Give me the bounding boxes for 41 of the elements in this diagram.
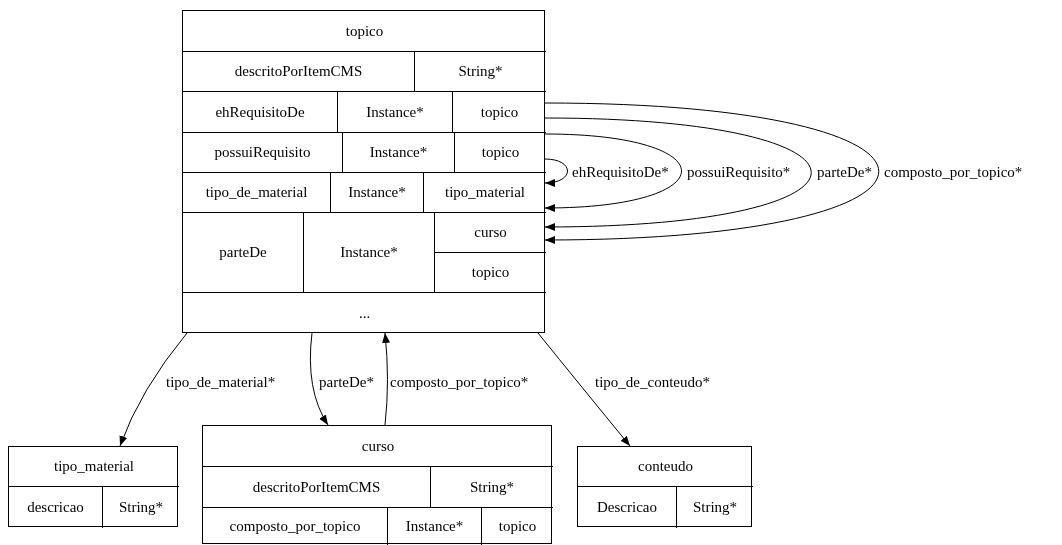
loop-arrow — [544, 158, 568, 187]
record-field: parteDe — [183, 213, 304, 293]
record-title: tipo_material — [9, 447, 179, 487]
record-field: composto_por_topico — [203, 508, 388, 545]
record-field: String* — [103, 487, 179, 528]
record-field: descritoPorItemCMS — [183, 52, 415, 92]
loop-arrow — [544, 133, 682, 212]
record-field: ehRequisitoDe — [183, 92, 338, 133]
record-field: Instance* — [343, 133, 455, 173]
record-field: descritoPorItemCMS — [203, 467, 431, 508]
record-title: curso — [203, 426, 553, 467]
record-field: Instance* — [388, 508, 482, 545]
arrow — [537, 332, 631, 447]
record-field: String* — [677, 487, 753, 528]
arrow — [119, 332, 188, 447]
record-title: conteudo — [578, 447, 753, 487]
record-field: topico — [455, 133, 546, 173]
record-field: tipo_de_material — [183, 173, 331, 213]
record-box — [182, 10, 545, 333]
arrow — [309, 332, 329, 426]
record-field: topico — [435, 253, 546, 293]
record-title: topico — [183, 11, 546, 52]
record-field: ... — [183, 293, 546, 334]
record-box — [577, 446, 752, 527]
record-field: Descricao — [578, 487, 677, 528]
record-field: String* — [415, 52, 546, 92]
record-field: Instance* — [338, 92, 453, 133]
arrow — [382, 332, 390, 426]
record-field: topico — [453, 92, 546, 133]
record-field: possuiRequisito — [183, 133, 343, 173]
record-field: String* — [431, 467, 553, 508]
record-field: curso — [435, 213, 546, 253]
record-field: tipo_material — [424, 173, 546, 213]
record-field: Instance* — [331, 173, 424, 213]
record-field: topico — [482, 508, 553, 545]
loop-arrow — [544, 102, 880, 244]
loop-arrow — [544, 117, 812, 231]
record-field: Instance* — [304, 213, 435, 293]
record-box — [202, 425, 552, 544]
record-field: descricao — [9, 487, 103, 528]
record-box — [8, 446, 178, 527]
